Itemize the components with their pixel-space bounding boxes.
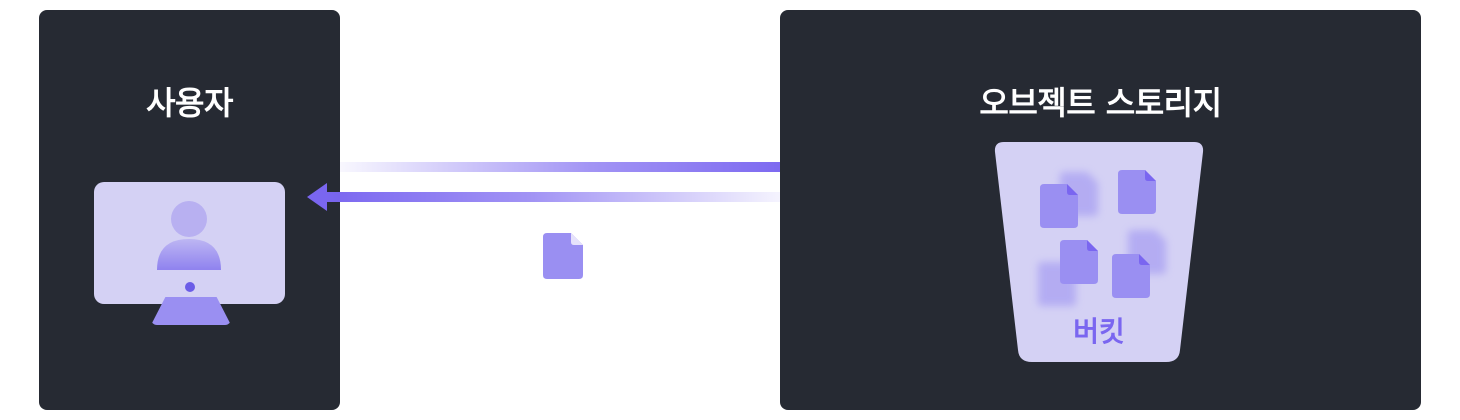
storage-panel-title: 오브젝트 스토리지 [979, 84, 1222, 122]
monitor-stand [151, 297, 231, 325]
user-icon [157, 201, 221, 270]
document-icon [1040, 184, 1078, 228]
bucket-label: 버킷 [1073, 315, 1125, 348]
user-panel-title: 사용자 [146, 84, 233, 122]
download-arrow [307, 183, 790, 211]
document-icon [1112, 254, 1150, 298]
document-icon [1060, 240, 1098, 284]
file-in-transit-icon [543, 233, 583, 279]
upload-arrow [340, 153, 812, 181]
monitor-power-dot [185, 282, 195, 292]
document-icon [1118, 170, 1156, 214]
bucket: 버킷 [994, 142, 1204, 362]
user-panel: 사용자 [39, 10, 340, 410]
